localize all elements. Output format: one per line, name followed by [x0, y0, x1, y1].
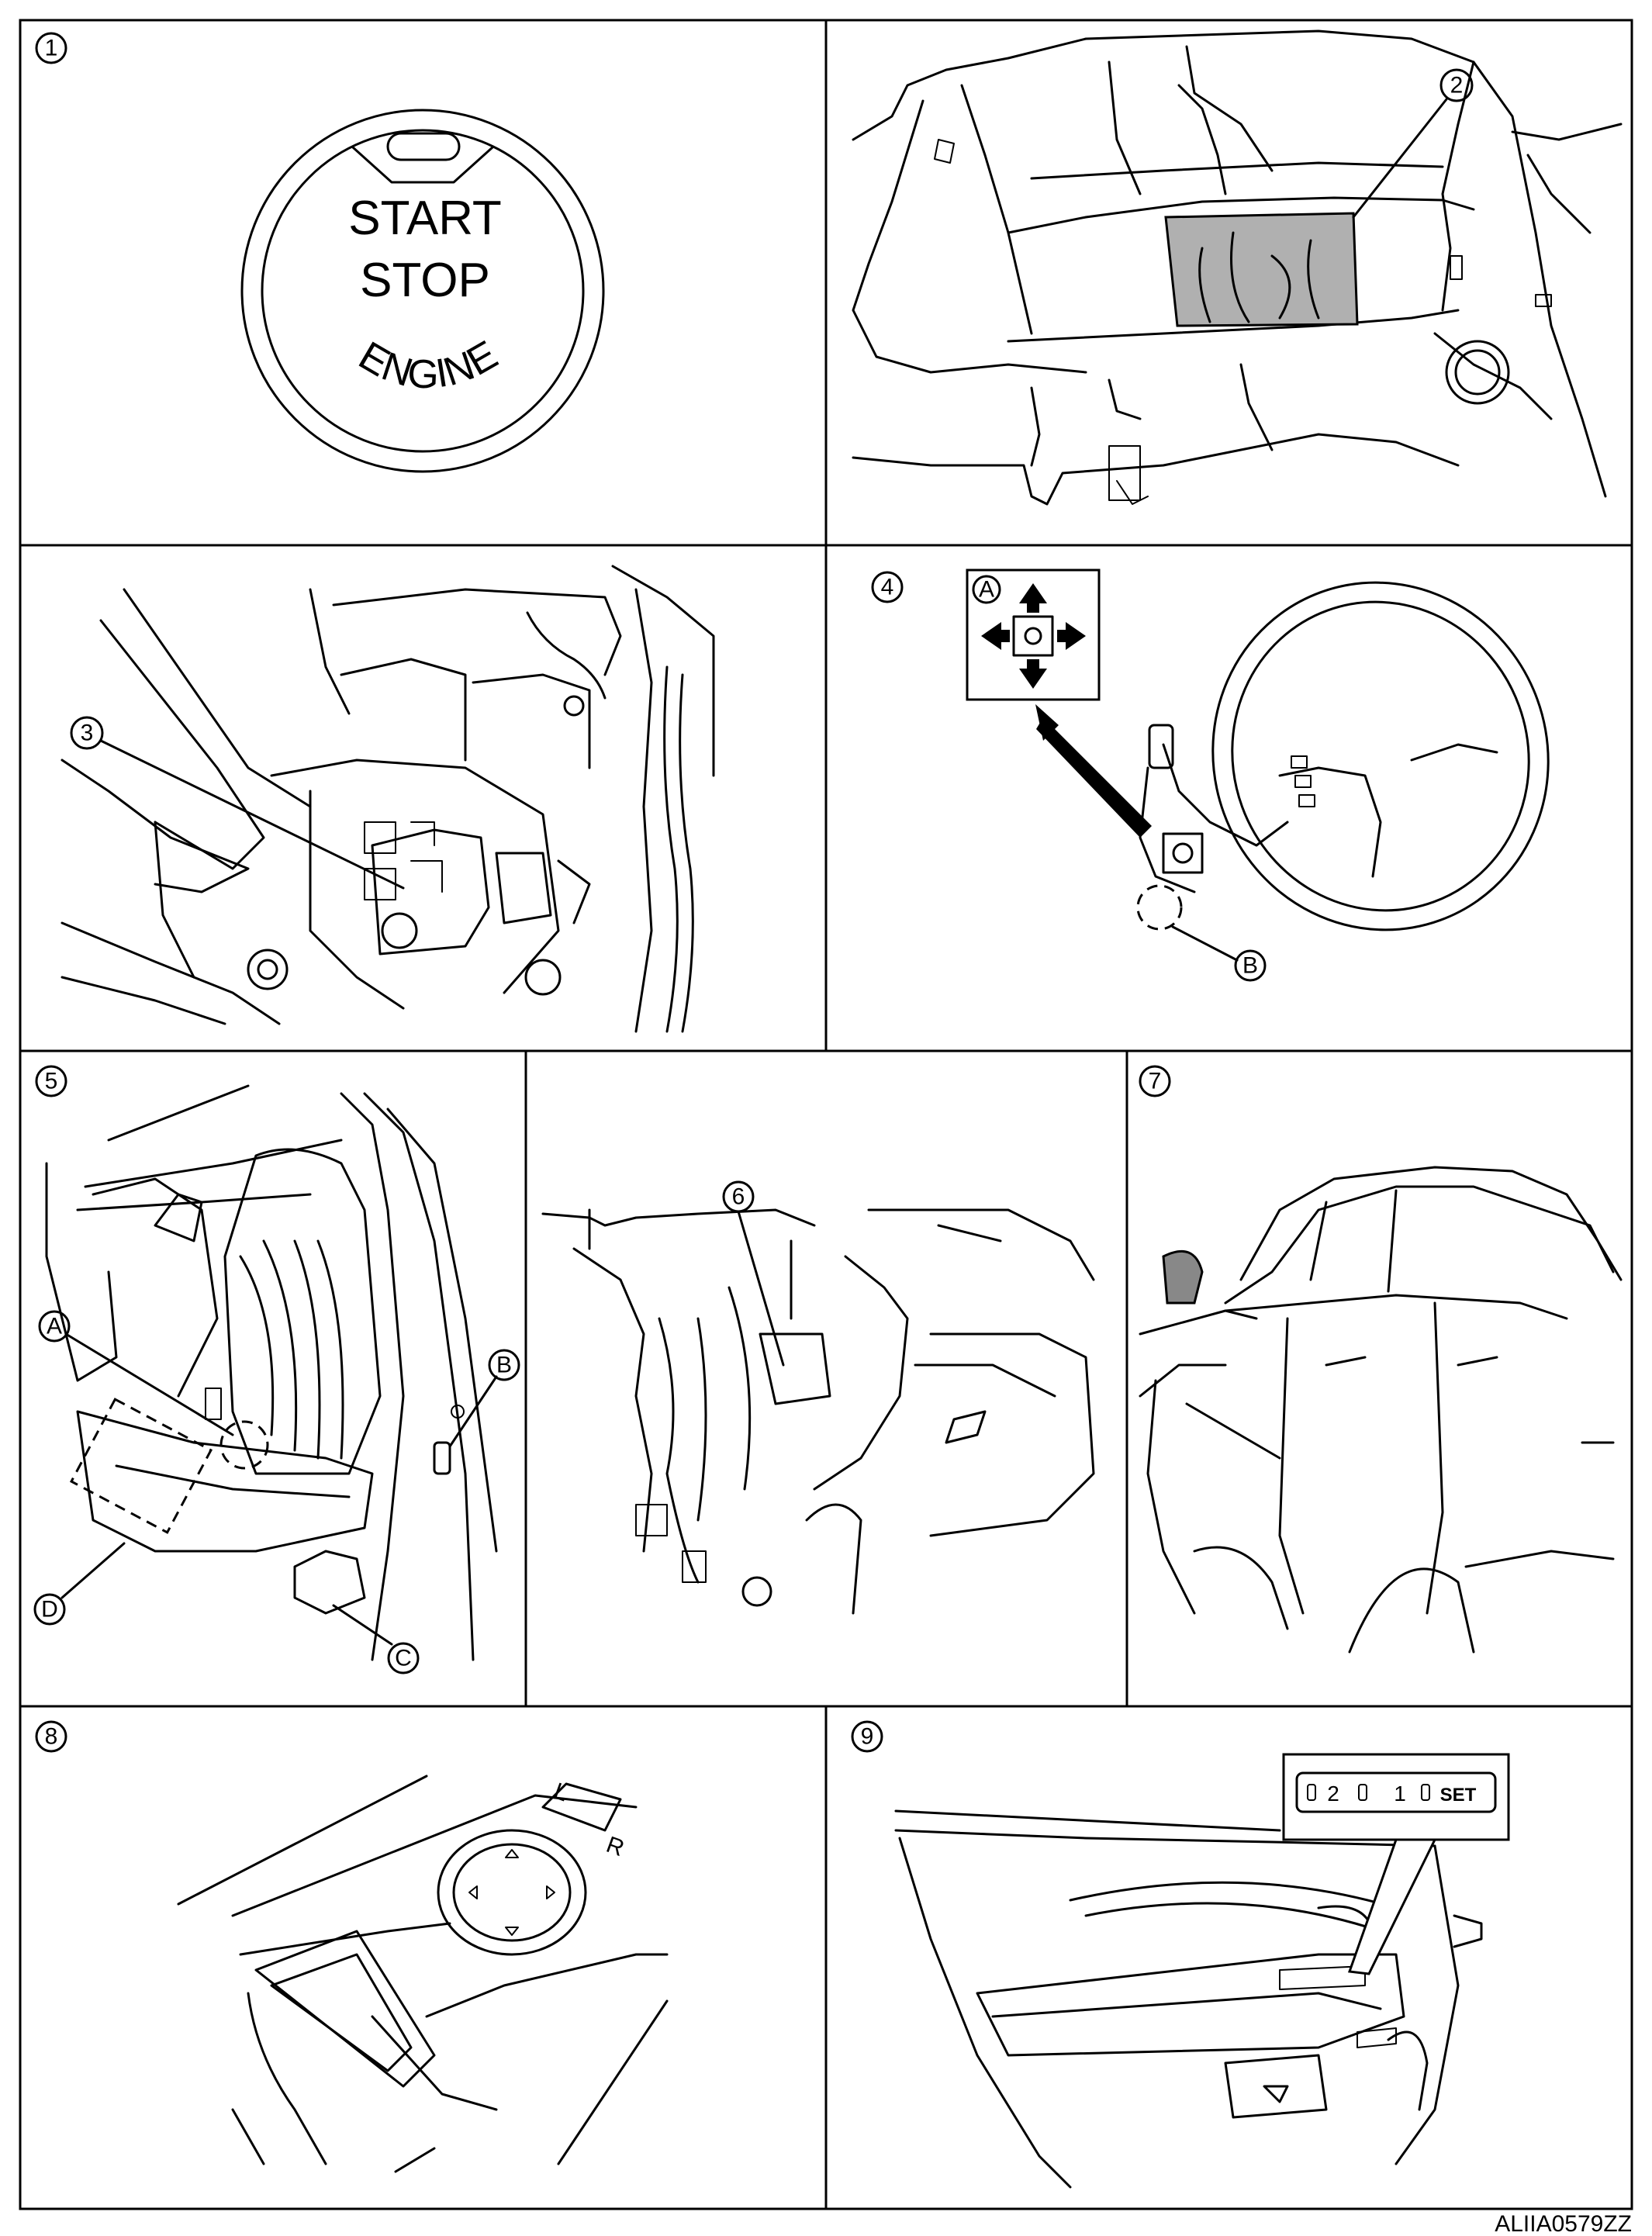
start-stop-button-illustration: START STOP ENGINE — [240, 109, 605, 473]
callout-2-text: 2 — [1450, 73, 1464, 98]
joystick-inset: A — [966, 569, 1152, 838]
engine-room-illustration — [60, 565, 715, 1033]
p5-d-text: D — [41, 1597, 58, 1623]
engine-label: ENGINE — [351, 332, 505, 397]
memory-set-label: SET — [1440, 1785, 1477, 1806]
panel-7: 7 — [1139, 1065, 1623, 1654]
callout-3-text: 3 — [81, 721, 94, 746]
memory-1-label: 1 — [1394, 1782, 1406, 1806]
panel-9: 9 2 1 SET — [851, 1720, 1510, 2189]
start-label: START — [348, 192, 502, 245]
reference-code: ALIIA0579ZZ — [1495, 2211, 1632, 2236]
mirror-l-label: L — [551, 1778, 572, 1807]
callout-b-panel4: B — [1136, 884, 1267, 982]
callout-3: 3 — [70, 716, 405, 890]
p5-a-text: A — [47, 1314, 62, 1339]
panel-7-number: 7 — [1139, 1065, 1171, 1097]
door-trim-illustration — [894, 1809, 1483, 2189]
panel-4-number: 4 — [871, 571, 904, 603]
panel-5-number-text: 5 — [45, 1069, 58, 1094]
panel5-callouts: A B C D — [33, 1310, 520, 1674]
seat-illustration — [45, 1084, 498, 1661]
mirror-switch-illustration: L R — [177, 1775, 669, 2173]
steering-illustration — [1139, 581, 1550, 931]
vehicle-illustration — [1139, 1166, 1623, 1654]
callout-6-text: 6 — [732, 1184, 745, 1210]
panel-9-number: 9 — [851, 1720, 883, 1753]
panel-4-number-text: 4 — [881, 575, 894, 600]
panel-1-number-text: 1 — [45, 36, 58, 61]
panel-6: 6 — [541, 1180, 1095, 1615]
panel-9-number-text: 9 — [861, 1724, 874, 1750]
panel-8: 8 L R — [35, 1720, 669, 2173]
stop-label: STOP — [360, 254, 490, 307]
under-dash-illustration — [541, 1208, 1095, 1615]
panel-5-number: 5 — [35, 1065, 67, 1097]
panel-8-number-text: 8 — [45, 1724, 58, 1750]
panel-grid — [19, 19, 1633, 2210]
callout-b-text: B — [1242, 953, 1258, 979]
panel-1-number: 1 — [35, 32, 67, 64]
memory-2-label: 2 — [1327, 1782, 1339, 1806]
panel-2: 2 — [852, 29, 1623, 506]
p5-b-text: B — [496, 1353, 512, 1378]
inset-a-text: A — [979, 577, 994, 603]
panel-5: 5 — [33, 1065, 520, 1674]
dash-cavity-illustration — [852, 29, 1623, 506]
panel-3: 3 — [60, 565, 715, 1033]
control-module-highlight — [1164, 212, 1359, 327]
panel-8-number: 8 — [35, 1720, 67, 1753]
panel-7-number-text: 7 — [1149, 1069, 1162, 1094]
memory-switch-inset: 2 1 SET — [1282, 1753, 1510, 1975]
p5-c-text: C — [395, 1646, 412, 1671]
callout-2: 2 — [1352, 68, 1474, 219]
callout-6: 6 — [722, 1180, 785, 1367]
panel-1: 1 START STOP ENGINE — [35, 32, 605, 473]
mirror-r-label: R — [603, 1832, 627, 1861]
panel-4: 4 A — [871, 569, 1550, 982]
